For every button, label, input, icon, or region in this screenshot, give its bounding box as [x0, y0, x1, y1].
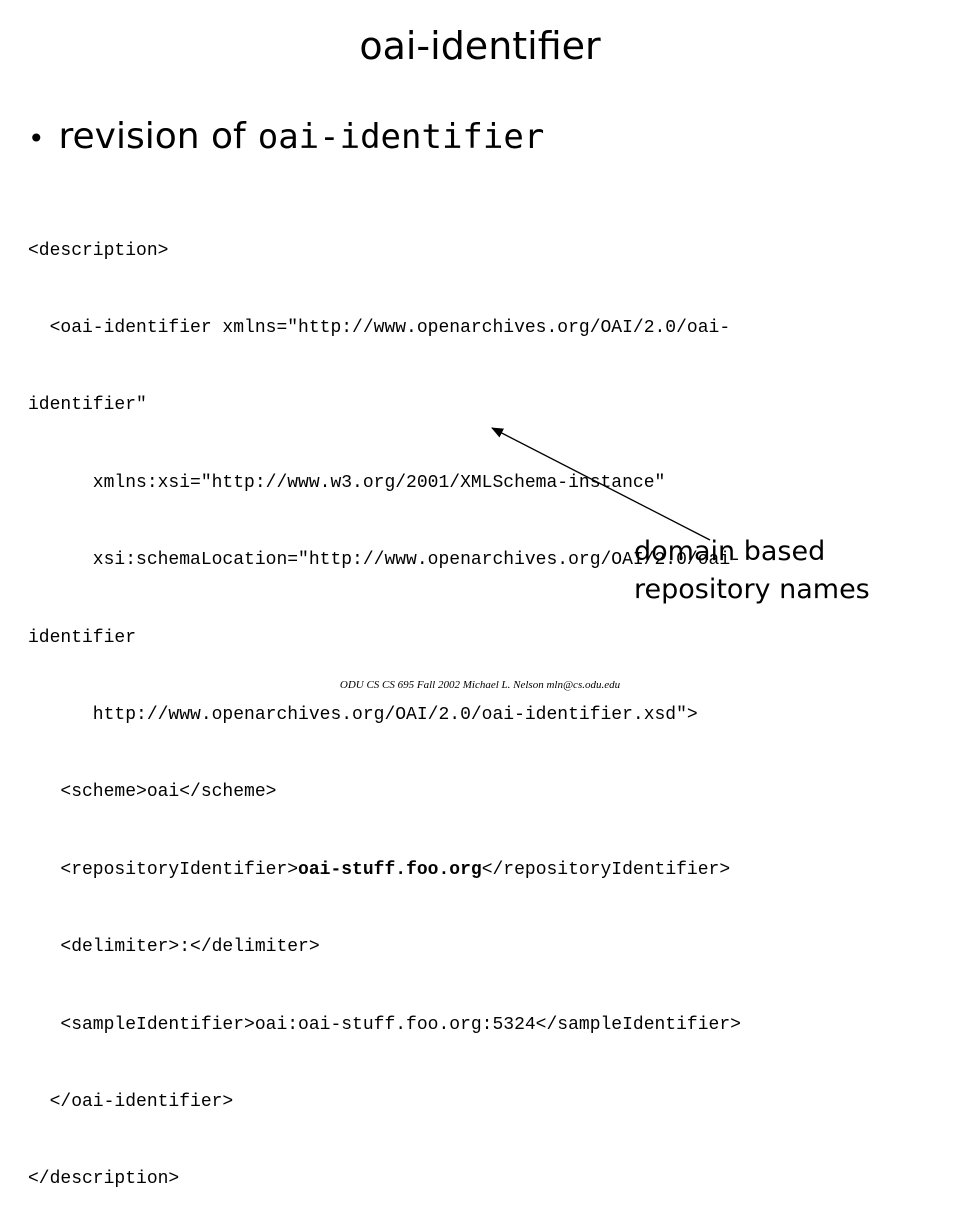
repository-identifier-value: oai-stuff.foo.org: [298, 859, 482, 880]
xml-line: <description>: [28, 240, 169, 261]
xml-line: </description>: [28, 1169, 180, 1190]
bullet-item: • revision of oai-identifier: [28, 116, 544, 170]
bullet-text: revision of: [58, 116, 246, 157]
bullet-marker: •: [28, 122, 45, 155]
xml-line: <scheme>oai</scheme>: [28, 782, 277, 803]
callout-annotation: domain based repository names: [634, 533, 870, 609]
xml-line: <delimiter>:</delimiter>: [28, 937, 320, 958]
xml-line: xsi:schemaLocation="http://www.openarchi…: [28, 550, 741, 571]
xml-line: </oai-identifier>: [28, 1091, 234, 1112]
xml-tag-open: <repositoryIdentifier>: [28, 859, 299, 880]
slide-title: oai-identifier: [359, 24, 601, 68]
xml-line: identifier: [28, 627, 137, 648]
xml-line: <oai-identifier xmlns="http://www.openar…: [28, 317, 731, 338]
xml-line-repository-identifier: <repositoryIdentifier>oai-stuff.foo.org<…: [28, 858, 928, 884]
callout-line: domain based: [634, 536, 826, 567]
xml-line: <sampleIdentifier>oai:oai-stuff.foo.org:…: [28, 1014, 741, 1035]
callout-line: repository names: [634, 574, 870, 605]
xml-line: identifier": [28, 395, 147, 416]
slide-footer: ODU CS CS 695 Fall 2002 Michael L. Nelso…: [339, 679, 621, 691]
xml-line: http://www.openarchives.org/OAI/2.0/oai-…: [28, 704, 698, 725]
bullet-code: oai-identifier: [257, 117, 545, 157]
xml-line: xmlns:xsi="http://www.w3.org/2001/XMLSch…: [28, 472, 666, 493]
xml-code-block: <description> <oai-identifier xmlns="htt…: [28, 187, 928, 1219]
xml-tag-close: </repositoryIdentifier>: [481, 859, 731, 880]
